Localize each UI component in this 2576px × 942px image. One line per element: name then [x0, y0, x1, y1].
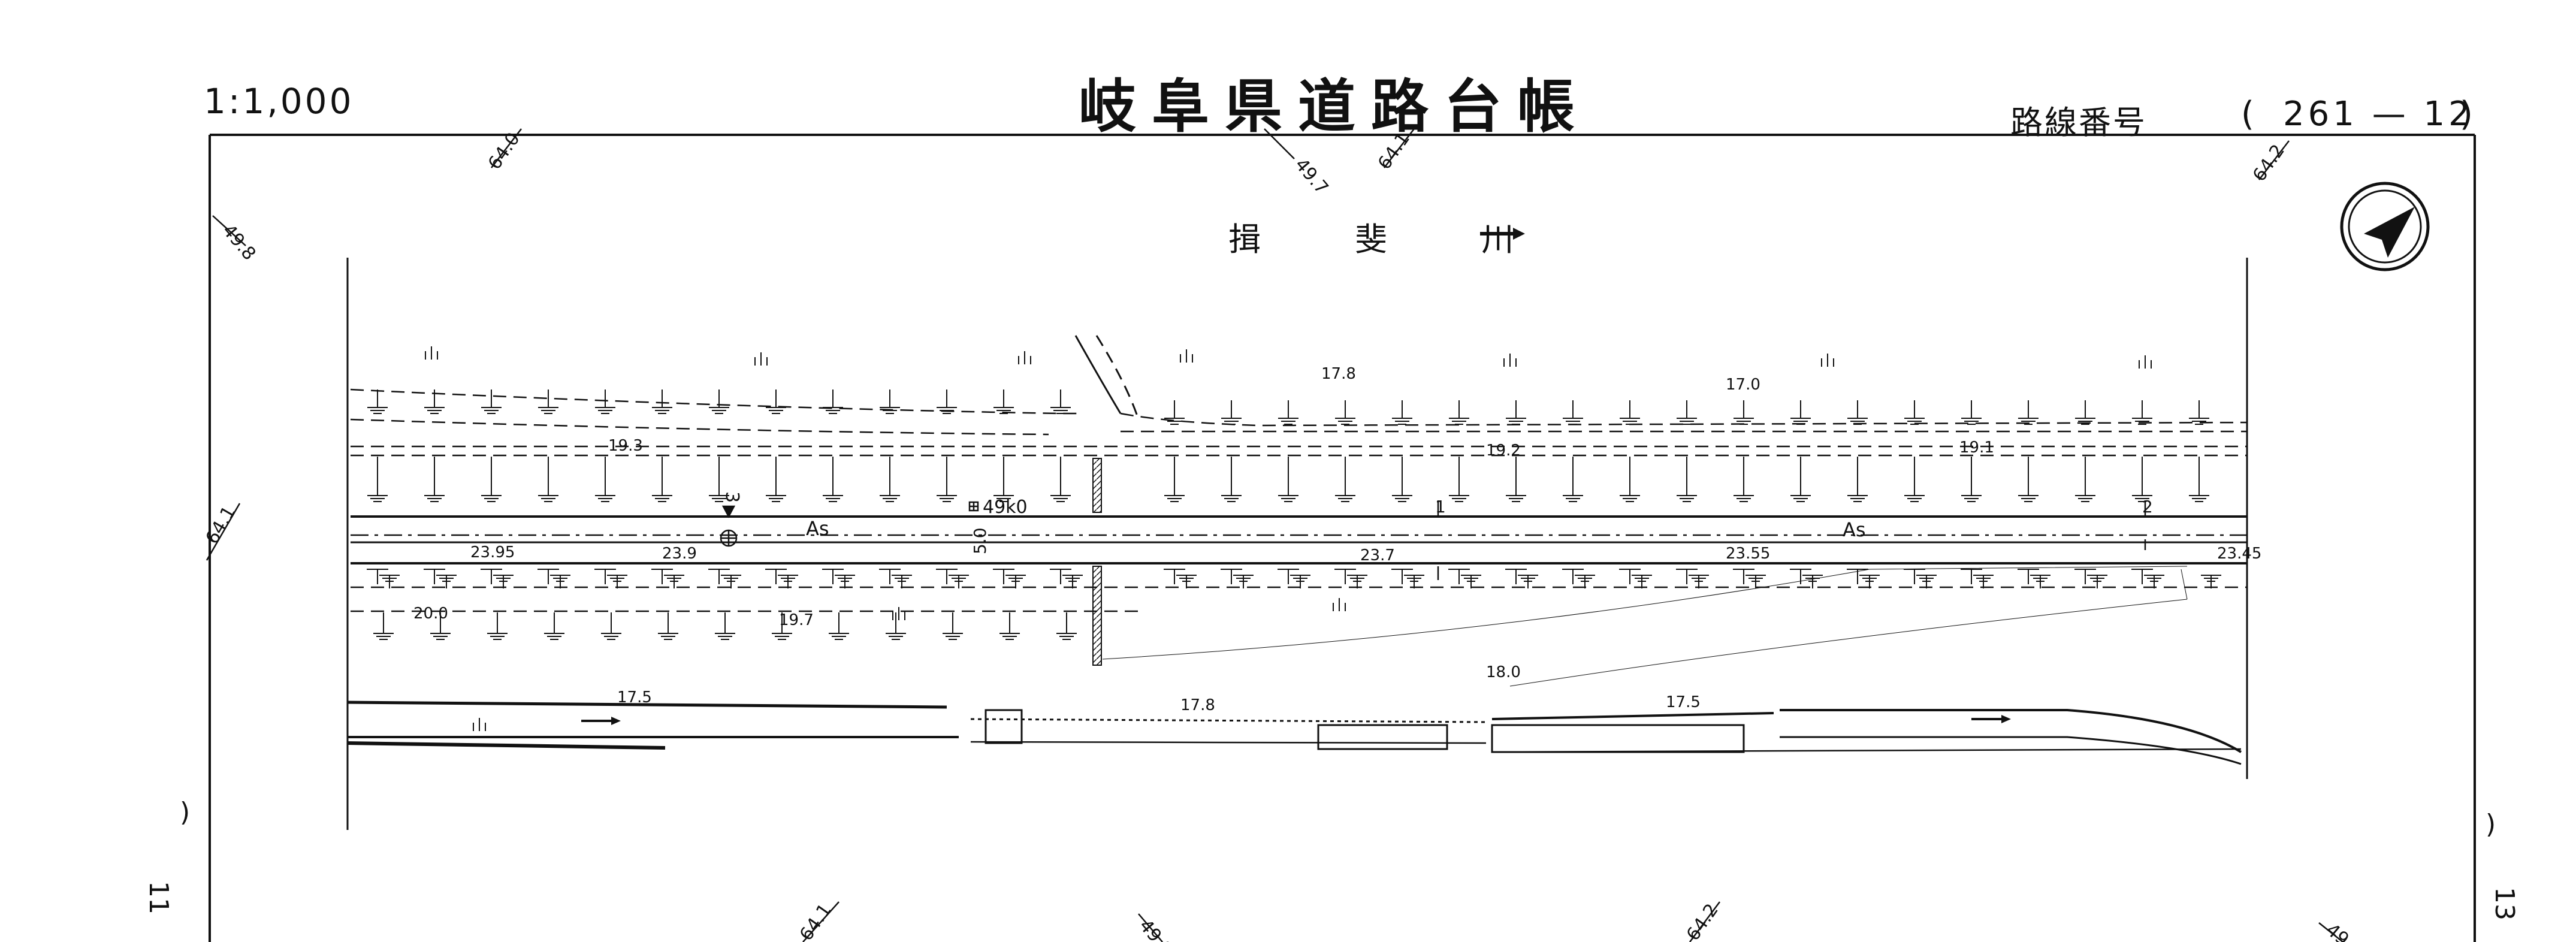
elevation-label: 17.8: [1321, 365, 1356, 383]
left-margin-paren: ): [180, 797, 191, 828]
contour-label: 49.8: [1135, 916, 1177, 942]
elevation-labels: 17.8 17.0 19.3 19.2 19.1 23.95 23.9 23.7…: [413, 365, 2261, 714]
elevation-label: 23.7: [1360, 547, 1395, 564]
elevation-label: 23.9: [662, 545, 697, 563]
route-paren-open: (: [2241, 95, 2254, 134]
contour-label: 49.7: [1291, 155, 1333, 199]
elevation-label: 23.95: [470, 544, 515, 561]
elevation-label: 19.1: [1959, 439, 1994, 457]
route-paren-close: ): [2460, 95, 2473, 134]
elevation-label: 18.0: [1486, 663, 1521, 681]
culvert: [1092, 458, 1102, 666]
station-label: 2: [2142, 497, 2153, 517]
kilo-post-marker: [968, 500, 2146, 580]
station-label: 3: [721, 491, 742, 503]
road-annotations: As As 49k0 3 1 2 5.0: [721, 491, 2153, 554]
contour-label: 64.1: [202, 503, 240, 548]
field-boundaries: [350, 388, 2248, 612]
north-arrow-icon: [2340, 182, 2430, 271]
slope-symbols: [367, 390, 2221, 640]
station-marker: [720, 505, 738, 547]
kilo-post-label: 49k0: [983, 497, 1028, 518]
contour-ticks: [206, 128, 2344, 942]
elevation-label: 17.5: [617, 689, 652, 707]
access-road: [1074, 335, 1140, 420]
surface-label: As: [806, 517, 829, 540]
surface-label: As: [1843, 518, 1866, 541]
grass-symbols: [425, 346, 2152, 731]
elevation-label: 19.7: [779, 611, 814, 629]
station-label: 1: [1435, 497, 1446, 517]
elevation-label: 20.0: [413, 605, 448, 623]
contour-label: 49: [2322, 919, 2353, 942]
contour-label: 64.2: [2249, 141, 2289, 186]
map-scale: 1:1,000: [204, 81, 354, 122]
elevation-label: 23.55: [1726, 545, 1770, 563]
elevation-label: 17.5: [1666, 693, 1701, 711]
elevation-label: 19.2: [1486, 442, 1521, 460]
flow-arrow-icon: [1971, 715, 2011, 723]
map-frame: [209, 134, 2476, 942]
elevation-label: 19.3: [608, 437, 643, 455]
width-label: 5.0: [970, 527, 990, 554]
contour-label: 64.1: [796, 900, 836, 942]
river-flow-arrow-icon: [1480, 228, 1525, 240]
lower-ditch: [347, 701, 2242, 765]
elevation-label: 17.8: [1180, 696, 1215, 714]
right-margin-paren: ): [2486, 809, 2496, 840]
main-road: [351, 515, 2247, 687]
page-title: 岐阜県道路台帳: [1079, 73, 1590, 140]
route-number-value: 261 — 12: [2283, 95, 2474, 134]
elevation-label: 23.45: [2217, 545, 2261, 563]
elevation-label: 17.0: [1726, 376, 1760, 394]
flow-arrow-icon: [581, 717, 621, 725]
river-label: 揖 斐 川: [1228, 221, 1556, 258]
